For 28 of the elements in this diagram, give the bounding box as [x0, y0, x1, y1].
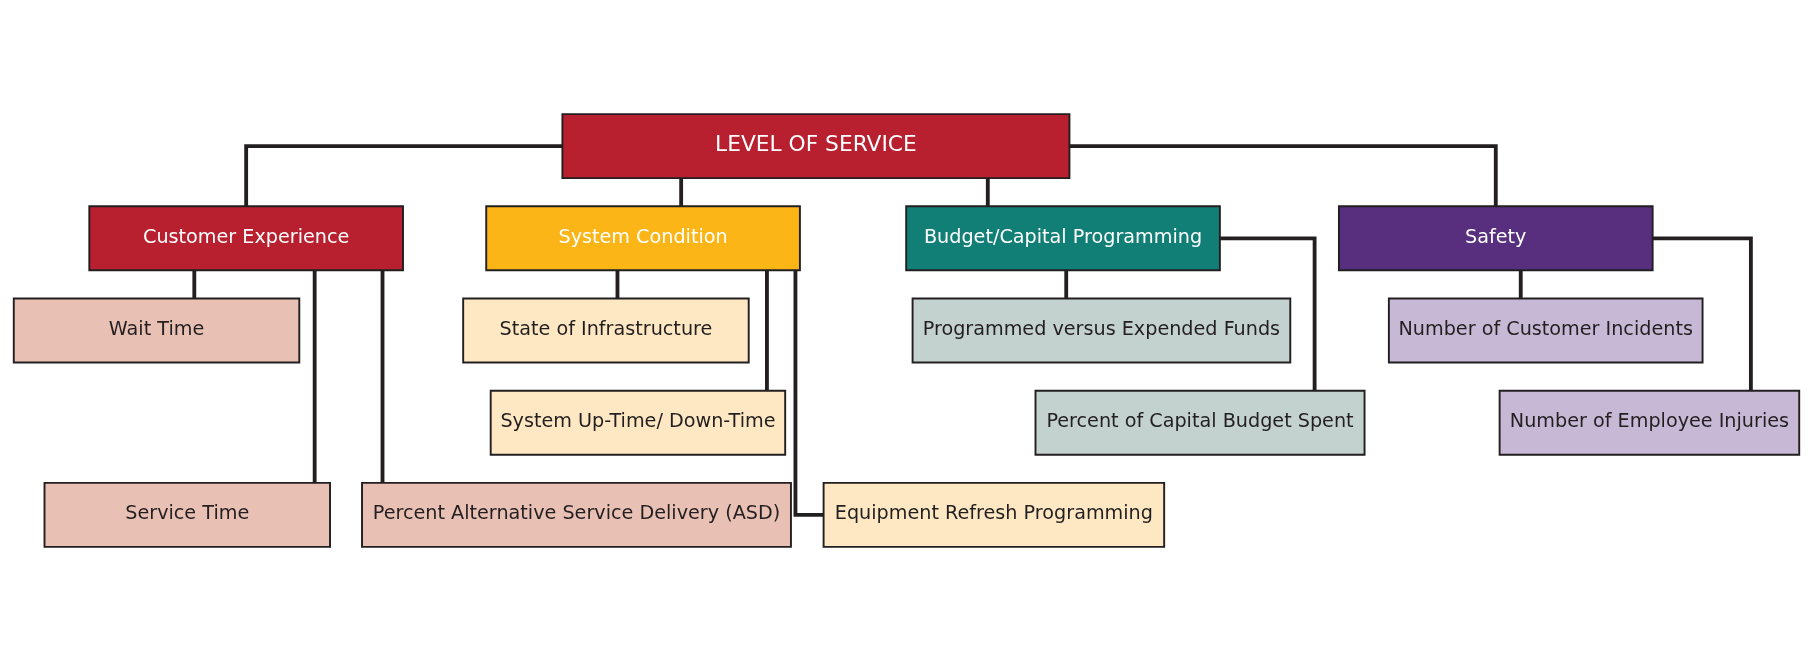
node-box: Customer Experience: [88, 205, 404, 272]
node-box: Number of Employee Injuries: [1498, 389, 1801, 456]
connector: [1220, 236, 1317, 391]
node-box: Equipment Refresh Programming: [822, 481, 1166, 548]
node-box: Wait Time: [12, 297, 301, 364]
node-box: Number of Customer Incidents: [1387, 297, 1704, 364]
node-box: State of Infrastructure: [462, 297, 750, 364]
connector: [192, 270, 197, 299]
connector: [615, 270, 620, 299]
node-box: Percent of Capital Budget Spent: [1034, 389, 1366, 456]
connector: [312, 270, 317, 483]
node-box: Programmed versus Expended Funds: [911, 297, 1292, 364]
node-box: Budget/Capital Programming: [905, 205, 1221, 272]
node-box: System Up-Time/ Down-Time: [489, 389, 787, 456]
connector: [380, 270, 385, 483]
connector: [1518, 270, 1523, 299]
connector: [1069, 144, 1498, 207]
node-box: Percent Alternative Service Delivery (ASD): [361, 481, 792, 548]
connector: [679, 178, 684, 206]
connector: [985, 178, 990, 206]
node-box: System Condition: [485, 205, 801, 272]
connector: [1653, 236, 1753, 391]
node-box: Service Time: [43, 481, 331, 548]
connector: [1064, 270, 1069, 299]
connector: [244, 144, 563, 207]
node-box: Safety: [1338, 205, 1654, 272]
node-box: LEVEL OF SERVICE: [561, 113, 1071, 180]
connector: [765, 270, 769, 391]
